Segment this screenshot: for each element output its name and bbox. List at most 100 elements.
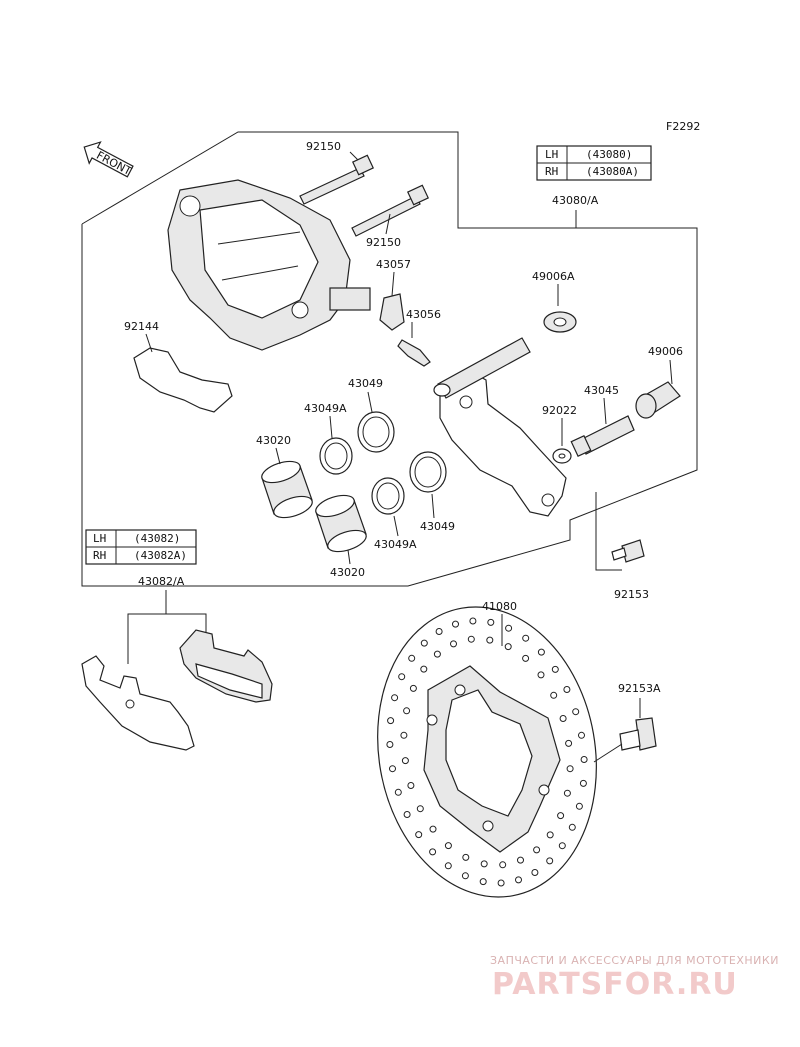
disc-vent-hole (480, 860, 488, 868)
disc-vent-hole (452, 620, 459, 628)
disc-vent-hole (578, 731, 585, 739)
disc-vent-hole (435, 628, 443, 635)
bolt-92153A (619, 717, 657, 751)
disc-vent-hole (461, 872, 469, 880)
disc-vent-hole (444, 862, 452, 870)
washer-92022 (552, 448, 572, 464)
seal-43049A-upper (319, 437, 353, 475)
label-92144: 92144 (124, 320, 159, 333)
label-92022: 92022 (542, 404, 577, 417)
disc-vent-hole (563, 686, 571, 693)
disc-vent-hole (394, 788, 402, 796)
disc-vent-hole (420, 639, 428, 647)
caliper-table-rh-part: (43080A) (586, 165, 639, 178)
leader-43082A (127, 613, 207, 664)
disc-vent-hole (579, 779, 587, 787)
disc-vent-hole (504, 643, 512, 651)
disc-vent-hole (386, 741, 394, 748)
pad-table-lh-side: LH (93, 532, 106, 545)
bolt-92153 (611, 539, 645, 563)
disc-vent-hole (487, 618, 495, 626)
disc-vent-hole (505, 624, 513, 632)
leader-92153 (595, 492, 622, 571)
brake-disc-41080 (377, 606, 597, 898)
disc-vent-hole (433, 650, 441, 658)
disc-vent-hole (559, 715, 567, 722)
disc-vent-hole (546, 831, 554, 839)
disc-vent-hole (467, 635, 475, 643)
disc-vent-hole (575, 802, 583, 810)
label-43082A: 43082/A (138, 575, 185, 588)
caliper-bracket (433, 337, 567, 517)
label-43045: 43045 (584, 384, 619, 397)
disc-vent-hole (391, 694, 399, 702)
label-43049-upper: 43049 (348, 377, 383, 390)
caliper-table-rh-side: RH (545, 165, 558, 178)
label-43049A-upper: 43049A (304, 402, 347, 415)
disc-vent-hole (563, 789, 571, 797)
label-92150-bottom: 92150 (366, 236, 401, 249)
boot-49006A (543, 311, 577, 333)
disc-vent-hole (400, 731, 408, 739)
disc-vent-hole (401, 757, 409, 765)
disc-vent-hole (517, 856, 524, 864)
pin-bolt-43045 (570, 415, 635, 458)
front-arrow-icon: FRONT (83, 141, 134, 178)
disc-vent-hole (550, 691, 558, 699)
label-92153A: 92153A (618, 682, 661, 695)
caliper-body (167, 179, 371, 351)
label-41080: 41080 (482, 600, 517, 613)
disc-vent-hole (420, 665, 428, 673)
disc-vent-hole (568, 823, 576, 831)
brake-pad-left (81, 655, 195, 751)
disc-vent-hole (557, 812, 565, 820)
disc-vent-hole (462, 853, 470, 861)
pad-table-rh-part: (43082A) (134, 549, 187, 562)
watermark-tagline: ЗАПЧАСТИ И АКСЕССУАРЫ ДЛЯ МОТОТЕХНИКИ (490, 954, 779, 967)
disc-vent-hole (522, 654, 530, 662)
disc-vent-hole (558, 842, 566, 850)
brake-pad-right (179, 629, 273, 703)
front-badge-label: FRONT (94, 149, 134, 178)
label-43049A-lower: 43049A (374, 538, 417, 551)
label-43056: 43056 (406, 308, 441, 321)
disc-vent-hole (486, 636, 494, 644)
disc-vent-hole (450, 640, 457, 648)
bleeder-cap-43057 (379, 293, 405, 331)
disc-vent-hole (409, 684, 417, 692)
disc-vent-hole (497, 879, 505, 887)
disc-vent-hole (572, 708, 580, 716)
disc-vent-hole (537, 648, 545, 656)
disc-vent-hole (416, 805, 424, 813)
disc-vent-hole (407, 782, 415, 789)
disc-vent-hole (389, 765, 396, 773)
seal-43049-upper (357, 411, 395, 453)
disc-vent-hole (387, 717, 395, 725)
disc-vent-hole (537, 671, 545, 679)
disc-vent-hole (429, 848, 437, 856)
seal-43049A-lower (371, 477, 405, 515)
disc-vent-hole (403, 707, 411, 715)
pad-table-rh-side: RH (93, 549, 106, 562)
label-92153: 92153 (614, 588, 649, 601)
label-49006A: 49006A (532, 270, 575, 283)
disc-vent-hole (408, 654, 416, 662)
label-43020-lower: 43020 (330, 566, 365, 579)
disc-vent-hole (479, 878, 487, 886)
watermark-brand: PARTSFOR.RU (492, 967, 738, 1002)
boot-49006 (635, 381, 681, 419)
pin-92150-bottom (351, 184, 430, 237)
disc-vent-hole (429, 825, 437, 833)
disc-vent-hole (551, 665, 559, 673)
disc-vent-hole (522, 634, 530, 642)
disc-vent-hole (469, 617, 477, 625)
disc-vent-hole (531, 869, 539, 876)
caliper-variant-table: LH (43080) RH (43080A) (536, 145, 652, 181)
seal-43049-lower (409, 451, 447, 493)
label-43020-upper: 43020 (256, 434, 291, 447)
disc-vent-hole (580, 756, 588, 763)
bleeder-valve-43056 (397, 339, 431, 367)
label-43049-lower: 43049 (420, 520, 455, 533)
disc-vent-hole (415, 831, 423, 839)
label-43080A: 43080/A (552, 194, 599, 207)
